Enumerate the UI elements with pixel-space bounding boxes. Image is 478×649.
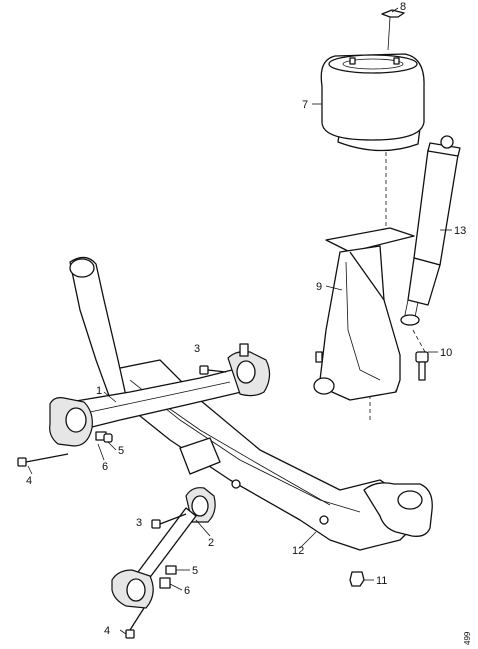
bolt-3-upper	[199, 365, 227, 375]
callout-6-upper: 6	[102, 461, 108, 473]
retaining-clip	[381, 9, 405, 51]
air-spring-bellows	[320, 53, 425, 152]
callout-8: 8	[400, 1, 406, 13]
shock-axis-line	[412, 329, 426, 353]
callout-7: 7	[302, 99, 308, 111]
crossmember	[109, 359, 433, 551]
nut-11	[349, 571, 365, 587]
callout-4-lower: 4	[104, 625, 110, 637]
callout-3-upper: 3	[194, 343, 200, 355]
bolt-3-lower	[151, 513, 187, 529]
leader-lines	[27, 7, 452, 635]
callout-13: 13	[454, 225, 466, 237]
callout-3-lower: 3	[136, 517, 142, 529]
callout-5-upper: 5	[118, 445, 124, 457]
nut-washer-lower	[159, 565, 177, 589]
callout-2: 2	[208, 537, 214, 549]
mounting-bracket	[313, 227, 415, 401]
callout-1: 1	[96, 385, 102, 397]
callout-9: 9	[316, 281, 322, 293]
bolt-10	[415, 351, 429, 381]
bolt-4-lower	[125, 607, 145, 639]
shock-absorber	[400, 135, 461, 326]
bolt-4-upper	[17, 453, 69, 467]
callout-11: 11	[376, 575, 387, 587]
callout-10: 10	[440, 347, 452, 359]
drawing-reference-number: 499	[463, 631, 472, 645]
lower-link	[111, 487, 216, 609]
callout-5-lower: 5	[192, 565, 198, 577]
callout-4-upper: 4	[26, 475, 32, 487]
nut-washer-upper	[95, 431, 113, 443]
callout-6-lower: 6	[184, 585, 190, 597]
trailing-arm	[49, 256, 271, 447]
callout-12: 12	[292, 545, 304, 557]
